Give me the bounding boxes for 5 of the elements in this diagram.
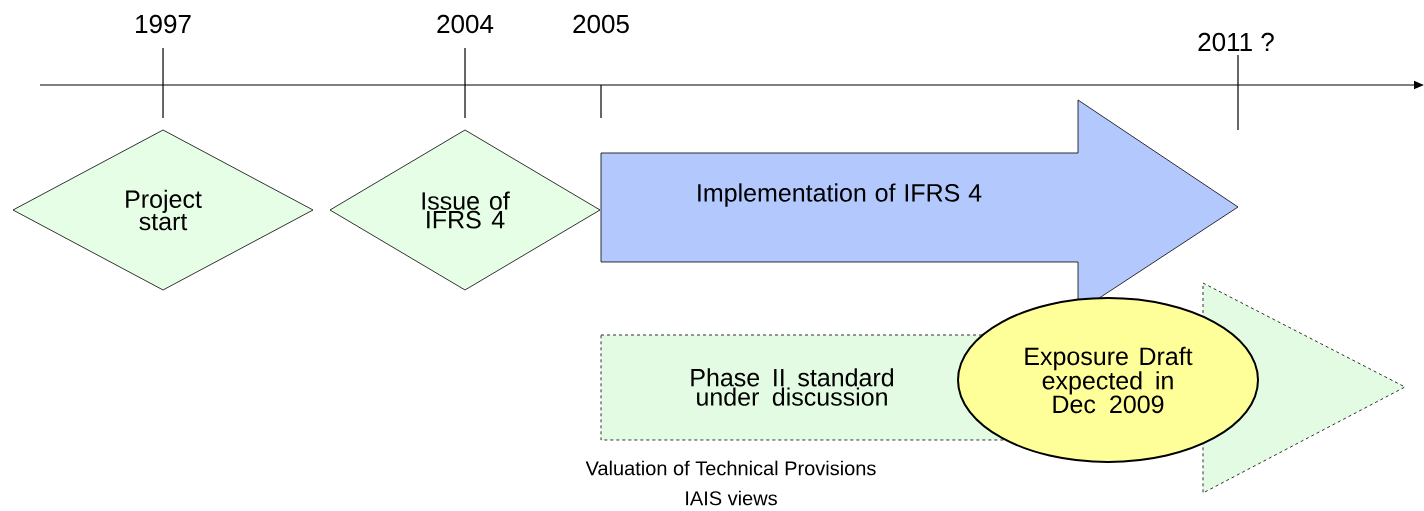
year-label: 2011 ?: [1198, 32, 1274, 52]
arrow-shaped-box: Implementation of IFRS 4: [600, 99, 1239, 313]
year-label: 2005: [573, 14, 629, 34]
year-label: 1997: [136, 14, 191, 34]
year-label: 2004: [437, 14, 494, 34]
